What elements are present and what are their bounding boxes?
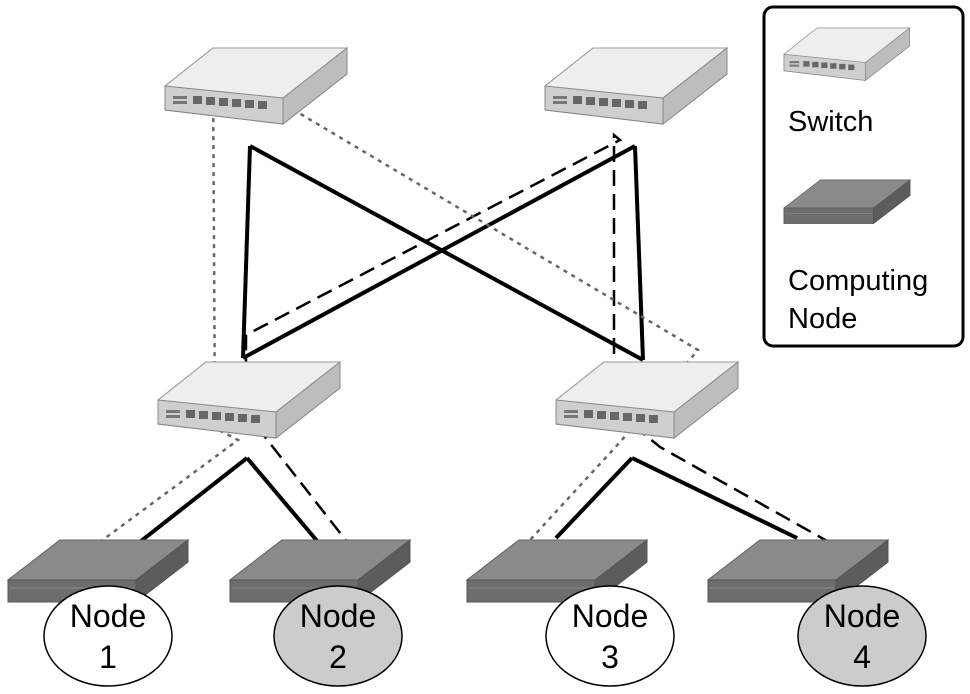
solid-links <box>125 144 798 554</box>
link-solid-s2-s3 <box>242 144 636 360</box>
link-solid-s4-n3 <box>554 456 634 540</box>
link-solid-s4-n4 <box>631 456 798 540</box>
node-1-badge <box>43 585 173 687</box>
computing-node-2: Node 2 <box>229 539 411 687</box>
legend-node-label-line1: Computing <box>788 265 928 297</box>
computing-node-4: Node 4 <box>707 539 927 687</box>
node-3-badge <box>545 585 675 687</box>
switch-icon <box>157 361 341 439</box>
switch-top-left <box>164 47 348 125</box>
node-1-label-line1: Node <box>70 598 147 634</box>
switch-icon <box>555 361 739 439</box>
node-3-label-line1: Node <box>572 598 649 634</box>
computing-node-3: Node 3 <box>466 539 675 687</box>
link-solid-s2-s4 <box>633 145 645 361</box>
legend-node-label-line2: Node <box>788 303 857 335</box>
computing-node-1: Node 1 <box>7 539 189 687</box>
switch-top-right <box>544 47 728 125</box>
node-2-badge <box>273 585 403 687</box>
switch-icon <box>544 47 728 125</box>
switch-mid-left <box>157 361 341 439</box>
node-1-label-line2: 1 <box>99 639 117 675</box>
switch-mid-right <box>555 361 739 439</box>
node-3-label-line2: 3 <box>601 639 619 675</box>
link-solid-s1-s3 <box>241 145 252 359</box>
dotted-route <box>84 59 700 555</box>
switch-icon <box>164 47 348 125</box>
link-solid-s1-s4 <box>249 144 644 362</box>
link-solid-s3-n1 <box>125 456 249 554</box>
legend-box <box>762 5 965 348</box>
node-4-label-line1: Node <box>824 598 901 634</box>
node-4-badge <box>797 585 927 687</box>
legend-switch-label: Switch <box>788 106 873 138</box>
legend: Switch Computing Node <box>762 5 965 348</box>
link-solid-s3-n2 <box>245 456 320 544</box>
node-2-label-line1: Node <box>300 598 377 634</box>
node-2-label-line2: 2 <box>329 639 347 675</box>
dashed-route <box>244 132 844 553</box>
node-4-label-line2: 4 <box>853 639 871 675</box>
